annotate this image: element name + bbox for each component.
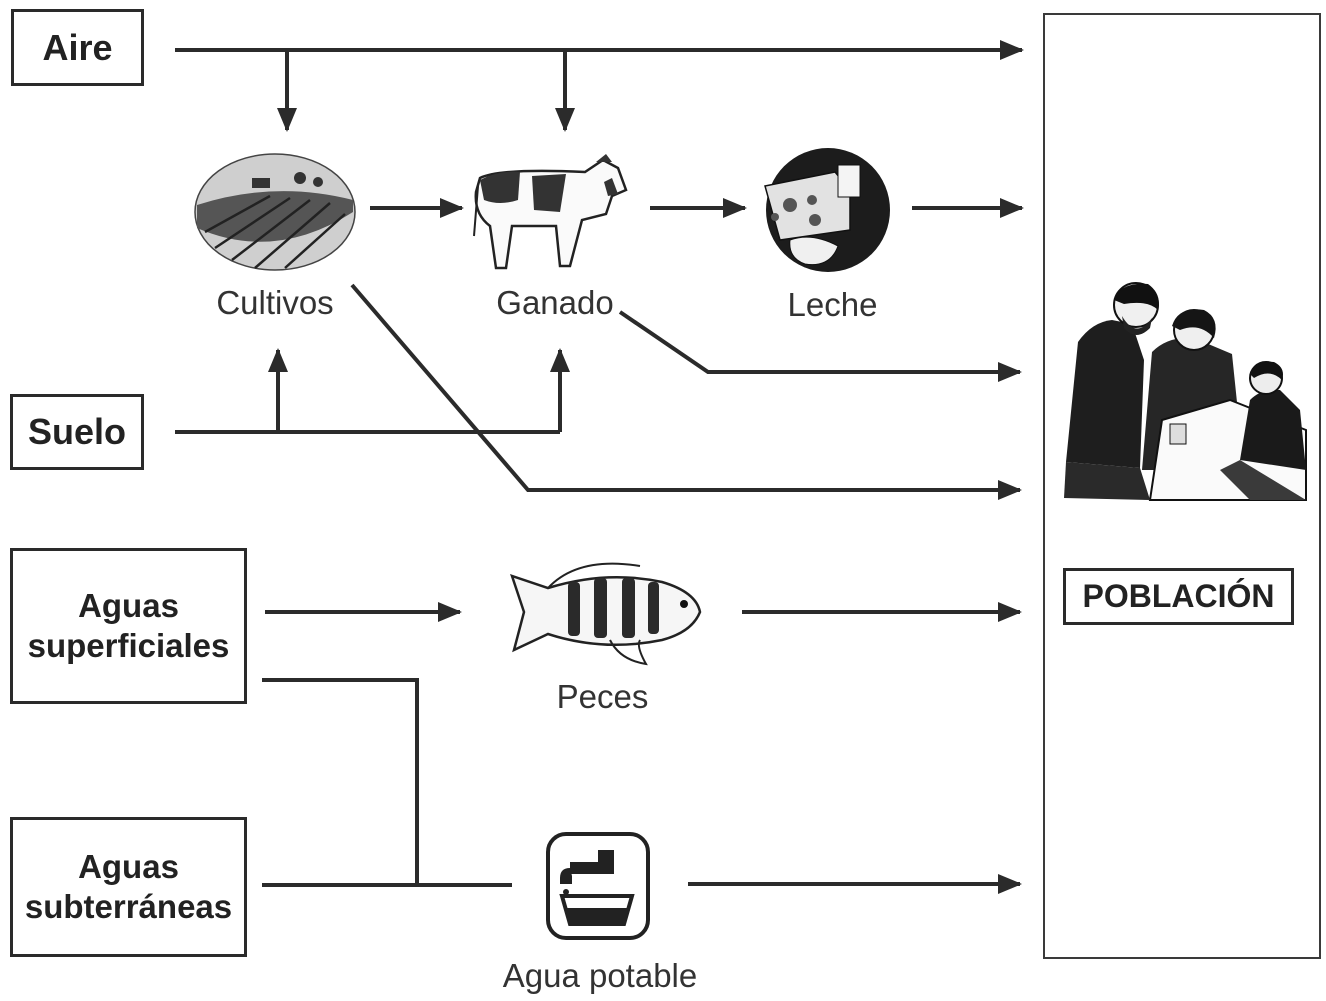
source-air-label: Aire	[42, 26, 113, 68]
source-surface-water-line1: Aguas	[78, 587, 179, 625]
fish-icon	[510, 562, 702, 666]
crops-to-population-arrow	[350, 283, 1022, 500]
source-air-box: Aire	[11, 9, 144, 86]
population-label: POBLACIÓN	[1082, 578, 1275, 615]
population-label-box: POBLACIÓN	[1063, 568, 1294, 625]
source-soil-box: Suelo	[10, 394, 144, 470]
population-frame	[1043, 13, 1321, 959]
source-groundwater-line2: subterráneas	[24, 888, 233, 925]
surface-water-to-drinking-line	[262, 678, 419, 885]
crop-field-icon	[194, 153, 356, 271]
pathway-fish-label: Peces	[556, 678, 649, 715]
source-soil-label: Suelo	[27, 411, 126, 453]
water-tap-icon	[546, 832, 650, 940]
pathway-crops-label: Cultivos	[216, 284, 334, 321]
source-groundwater-box: Aguas subterráneas	[10, 817, 247, 957]
livestock-to-population-arrow	[618, 310, 1022, 382]
cheese-milk-icon	[764, 148, 890, 272]
source-groundwater-line1: Aguas	[78, 848, 179, 886]
cow-icon	[473, 154, 628, 270]
family-people-icon	[1064, 282, 1307, 501]
source-surface-water-line2: superficiales	[27, 627, 230, 664]
source-surface-water-box: Aguas superficiales	[10, 548, 247, 704]
pathway-livestock-label: Ganado	[496, 284, 614, 321]
pathway-milk-label: Leche	[787, 286, 878, 323]
pathway-drinking-water-label: Agua potable	[502, 957, 698, 994]
